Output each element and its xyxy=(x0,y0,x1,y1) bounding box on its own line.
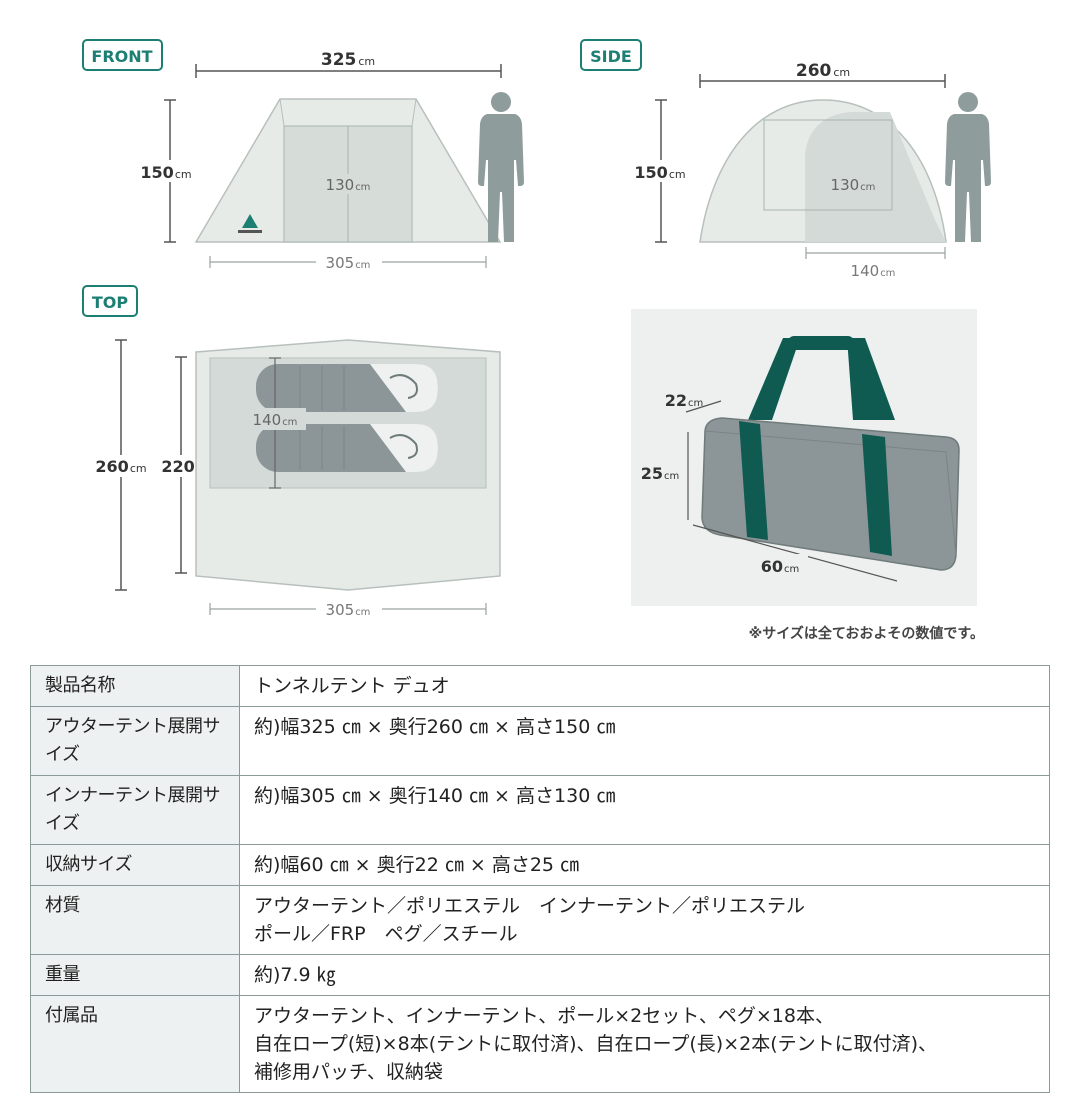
spec-row: インナーテント展開サイズ 約)幅305 ㎝ × 奥行140 ㎝ × 高さ130 … xyxy=(30,775,1050,845)
side-tag: SIDE xyxy=(590,47,632,66)
spec-value: アウターテント／ポリエステル インナーテント／ポリエステルポール／FRP ペグ／… xyxy=(239,885,1050,955)
front-logo-mark xyxy=(242,214,258,228)
spec-label: 製品名称 xyxy=(30,665,240,707)
bag-handle-left xyxy=(748,338,800,420)
side-inner-height-label: 130cm xyxy=(831,176,876,194)
bag-handle-right xyxy=(847,338,895,420)
top-inner-width-label: 305cm xyxy=(326,601,371,619)
front-tag-box xyxy=(82,39,163,71)
spec-table: 製品名称 トンネルテント デュオ アウターテント展開サイズ 約)幅325 ㎝ ×… xyxy=(30,665,1050,1093)
top-inner-span-label: 140cm xyxy=(253,411,298,429)
spec-value: 約)幅60 ㎝ × 奥行22 ㎝ × 高さ25 ㎝ xyxy=(239,844,1050,886)
spec-row: 製品名称 トンネルテント デュオ xyxy=(30,665,1050,707)
spec-label: インナーテント展開サイズ xyxy=(30,775,240,845)
spec-label: アウターテント展開サイズ xyxy=(30,706,240,776)
top-view: TOP 260cm 220cm xyxy=(82,285,501,620)
bag-depth-label: 22cm xyxy=(665,391,704,410)
front-tag: FRONT xyxy=(91,47,152,66)
side-tag-box xyxy=(580,39,642,71)
top-tag: TOP xyxy=(92,293,129,312)
spec-row: 重量 約)7.9 ㎏ xyxy=(30,954,1050,996)
spec-label: 重量 xyxy=(30,954,240,996)
front-inner-width-label: 305cm xyxy=(326,254,371,272)
spec-value: 約)7.9 ㎏ xyxy=(239,954,1050,996)
bag-width-line xyxy=(692,524,898,582)
side-window xyxy=(763,119,893,211)
side-height-label: 150cm xyxy=(634,163,685,182)
spec-value: アウターテント、インナーテント、ポール×2セット、ペグ×18本、自在ロープ(短)… xyxy=(239,995,1050,1093)
front-inner-height-label: 130cm xyxy=(326,176,371,194)
spec-row: 収納サイズ 約)幅60 ㎝ × 奥行22 ㎝ × 高さ25 ㎝ xyxy=(30,844,1050,886)
spec-row: 付属品 アウターテント、インナーテント、ポール×2セット、ペグ×18本、自在ロー… xyxy=(30,995,1050,1093)
bag-width-label: 60cm xyxy=(761,557,800,576)
person-silhouette-icon xyxy=(945,92,991,242)
bag-strap-left xyxy=(739,421,768,540)
sleeping-bag xyxy=(256,424,438,472)
side-inner-depth-label: 140cm xyxy=(851,262,896,280)
spec-row: アウターテント展開サイズ 約)幅325 ㎝ × 奥行260 ㎝ × 高さ150 … xyxy=(30,706,1050,776)
spec-label: 材質 xyxy=(30,885,240,955)
bag-strap-right xyxy=(862,434,892,556)
spec-value: 約)幅305 ㎝ × 奥行140 ㎝ × 高さ130 ㎝ xyxy=(239,775,1050,845)
spec-label: 収納サイズ xyxy=(30,844,240,886)
storage-bag-view: 22cm 25cm 60cm xyxy=(631,309,977,606)
spec-value: 約)幅325 ㎝ × 奥行260 ㎝ × 高さ150 ㎝ xyxy=(239,706,1050,776)
spec-row: 材質 アウターテント／ポリエステル インナーテント／ポリエステルポール／FRP … xyxy=(30,885,1050,955)
front-height-label: 150cm xyxy=(140,163,191,182)
spec-value: トンネルテント デュオ xyxy=(239,665,1050,707)
sleeping-bag xyxy=(256,364,438,412)
top-tag-box xyxy=(82,285,138,317)
top-outer-depth-label: 260cm xyxy=(95,457,146,476)
spec-label: 付属品 xyxy=(30,995,240,1093)
bag-depth-line xyxy=(685,400,722,413)
bag-height-label: 25cm xyxy=(641,464,680,483)
size-note: ※サイズは全ておおよその数値です。 xyxy=(749,625,984,642)
